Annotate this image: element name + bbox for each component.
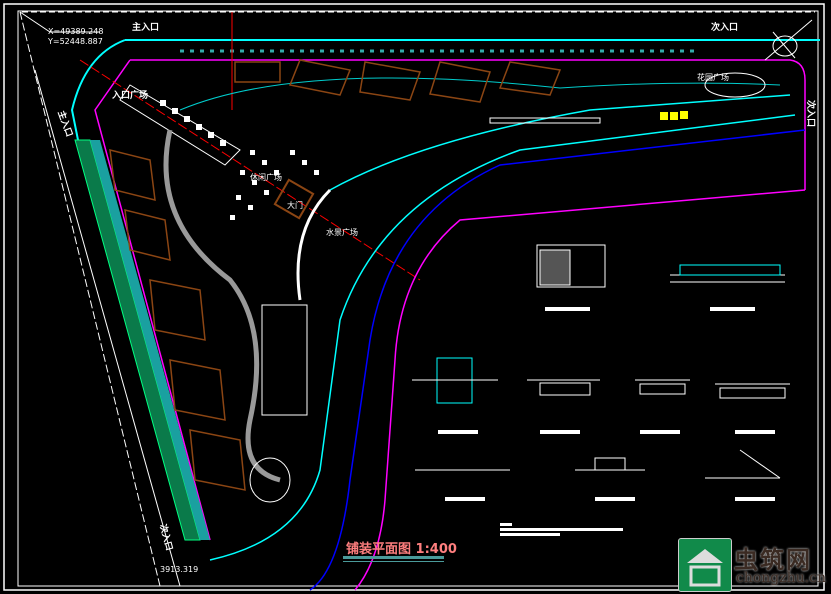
- gate-structure: [273, 178, 315, 220]
- road-left: [34, 69, 181, 587]
- property-line-top: [130, 59, 806, 190]
- inner-road: [179, 77, 781, 111]
- road-corner: [70, 39, 126, 151]
- axis-diagonal: [79, 59, 421, 281]
- inner-frame: [17, 10, 819, 587]
- north-arrow-icon: [764, 19, 813, 61]
- watermark-logo: 虫筑网 chongzhu.cn: [678, 538, 828, 592]
- secondary-entrance-left-label: 次入口: [157, 523, 176, 552]
- main-entrance-label: 主入口: [132, 21, 159, 33]
- yellow-markers: [660, 111, 688, 120]
- drawing-title: 铺装平面图 1:400: [346, 541, 457, 557]
- sidewalk-left: [90, 140, 210, 540]
- road-curve-magenta: [354, 189, 806, 591]
- secondary-entrance-top-label: 次入口: [711, 21, 738, 33]
- property-line-left: [94, 59, 211, 541]
- bench: [489, 117, 601, 124]
- pavilion: [261, 304, 308, 416]
- watermark-en: chongzhu.cn: [736, 570, 826, 586]
- flower-garden-label: 花园广场: [697, 72, 729, 82]
- secondary-entrance-right-label: 次入口: [805, 100, 817, 127]
- coord-leader: [19, 11, 100, 33]
- coord-y-label: Y=52448.887: [47, 37, 103, 46]
- detail-captions: [438, 307, 775, 536]
- title-underline: [343, 556, 444, 559]
- fountain: [704, 72, 766, 98]
- elevation-label: 3913.319: [160, 565, 198, 574]
- entrance-plaza-label: 入口广场: [111, 89, 148, 101]
- buildings-left: [109, 149, 246, 491]
- water-plaza-label: 水景广场: [326, 227, 358, 237]
- watermark-cn: 虫筑网: [734, 545, 812, 574]
- title-underline-thin: [343, 561, 444, 562]
- coord-x-label: X=49389.248: [48, 27, 103, 36]
- leisure-plaza-label: 休闲广场: [250, 172, 282, 182]
- road-curve-cyan: [209, 114, 796, 561]
- detail-drawings: [412, 244, 790, 479]
- outer-frame: [3, 3, 825, 591]
- inner-road-2: [329, 94, 791, 191]
- house-logo-icon: [678, 538, 732, 592]
- buildings-top: [234, 59, 562, 103]
- water-plaza-path: [296, 188, 332, 301]
- garden-path: [163, 129, 281, 483]
- entrance-plaza-outline: [119, 84, 241, 166]
- green-belt: [74, 139, 201, 541]
- gate-label: 大门: [287, 200, 303, 210]
- road-curve-blue: [309, 129, 806, 591]
- plaza-paving: [160, 100, 319, 220]
- round-plaza: [249, 457, 291, 503]
